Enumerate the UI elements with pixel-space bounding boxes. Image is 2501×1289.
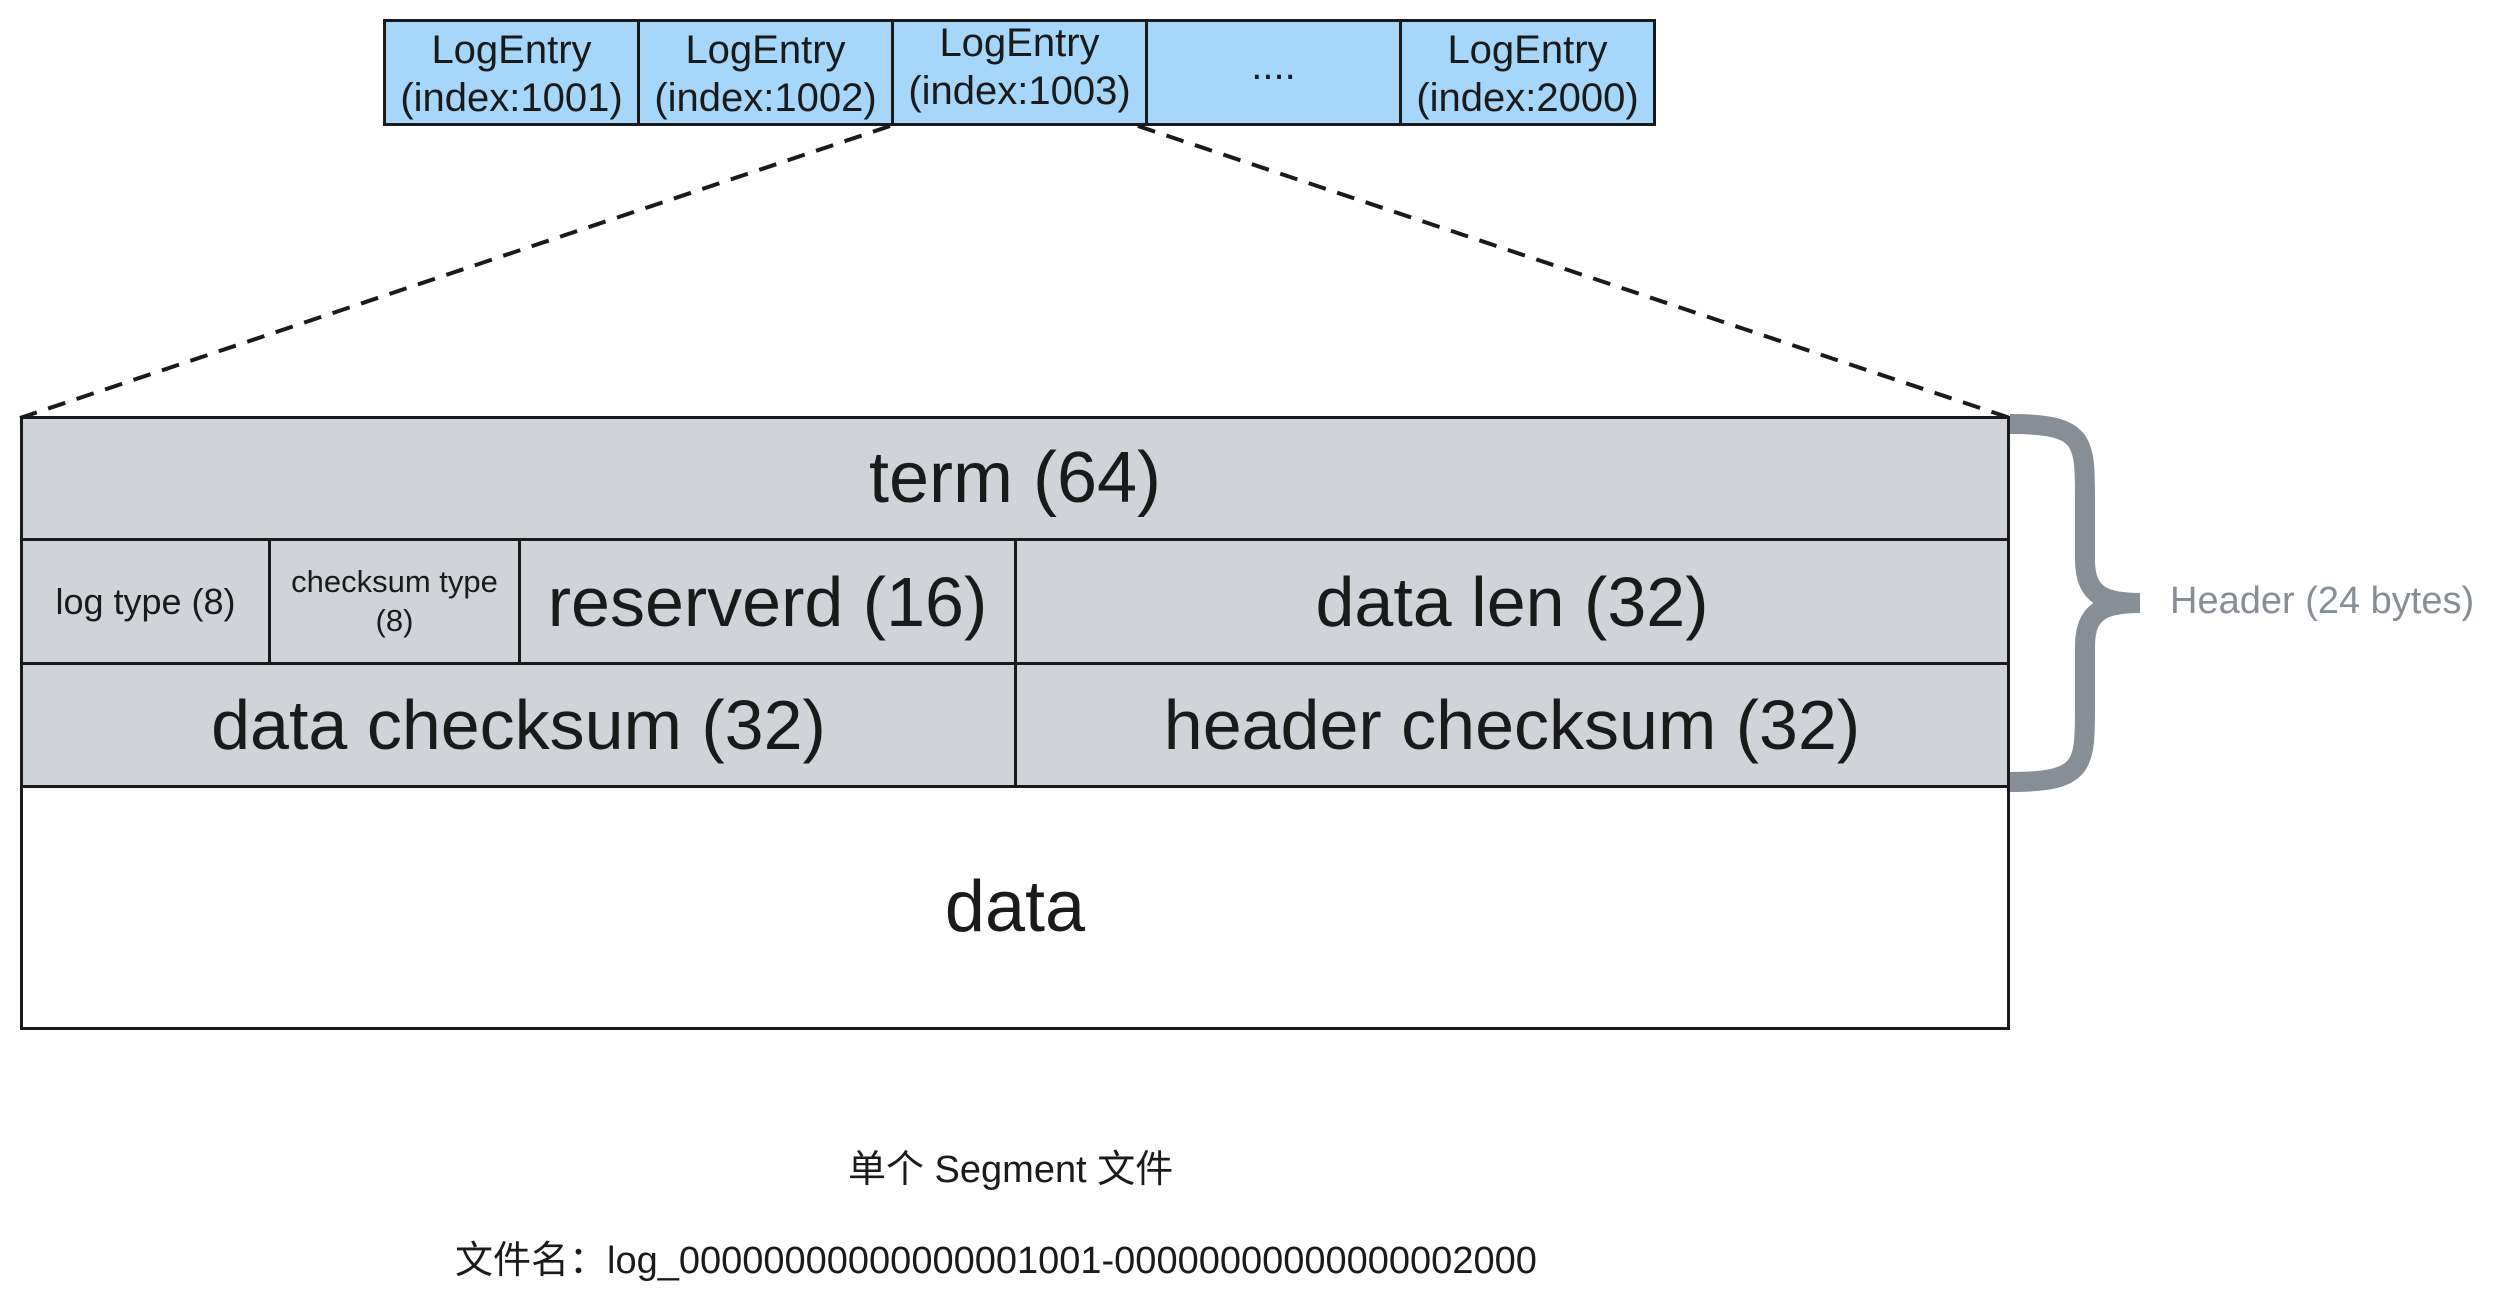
log-entry-index: (index:1001) — [400, 75, 623, 120]
term-field-label: term (64) — [868, 438, 1162, 519]
log-entry-title: LogEntry — [431, 27, 592, 72]
log-entry-index: (index:1002) — [654, 75, 877, 120]
log-entry-index: (index:2000) — [1416, 75, 1639, 120]
log-entry-1002: LogEntry (index:1002) — [637, 19, 894, 126]
data-len-field: data len (32) — [1014, 538, 2010, 665]
log-entry-title: LogEntry — [685, 27, 846, 72]
log-entry-ellipsis-text: .... — [1251, 43, 1296, 88]
log-entry-index: (index:1003) — [908, 68, 1131, 113]
log-entry-ellipsis: .... — [1145, 19, 1402, 126]
data-field: data — [20, 785, 2010, 1030]
log-entry-title: LogEntry — [1447, 27, 1608, 72]
data-checksum-field-label: data checksum (32) — [211, 686, 826, 764]
log-entry-1001: LogEntry (index:1001) — [383, 19, 640, 126]
data-field-label: data — [944, 867, 1086, 948]
header-brace — [2009, 414, 2141, 792]
checksum-type-size: (8) — [375, 602, 414, 638]
header-size-label: Header (24 bytes) — [2170, 580, 2475, 622]
reserved-field: reserverd (16) — [518, 538, 1017, 665]
log-type-field-label: log type (8) — [55, 580, 236, 622]
segment-filename: 文件名：log_00000000000000001001-00000000000… — [455, 1240, 1537, 1282]
data-checksum-field: data checksum (32) — [20, 662, 1017, 788]
term-field: term (64) — [20, 416, 2010, 541]
log-entry-2000: LogEntry (index:2000) — [1399, 19, 1656, 126]
data-len-field-label: data len (32) — [1315, 562, 1709, 641]
reserved-field-label: reserverd (16) — [547, 562, 988, 641]
checksum-type-label: checksum type — [291, 563, 498, 599]
log-entry-title: LogEntry — [939, 20, 1100, 65]
checksum-type-field: checksum type (8) — [268, 538, 521, 665]
header-checksum-field: header checksum (32) — [1014, 662, 2010, 788]
header-checksum-field-label: header checksum (32) — [1163, 686, 1861, 764]
log-type-field: log type (8) — [20, 538, 271, 665]
log-entry-1003: LogEntry (index:1003) — [891, 19, 1148, 126]
segment-caption: 单个 Segment 文件 — [848, 1149, 1174, 1191]
zoom-line-right — [1137, 124, 2011, 420]
zoom-line-left — [19, 124, 891, 420]
